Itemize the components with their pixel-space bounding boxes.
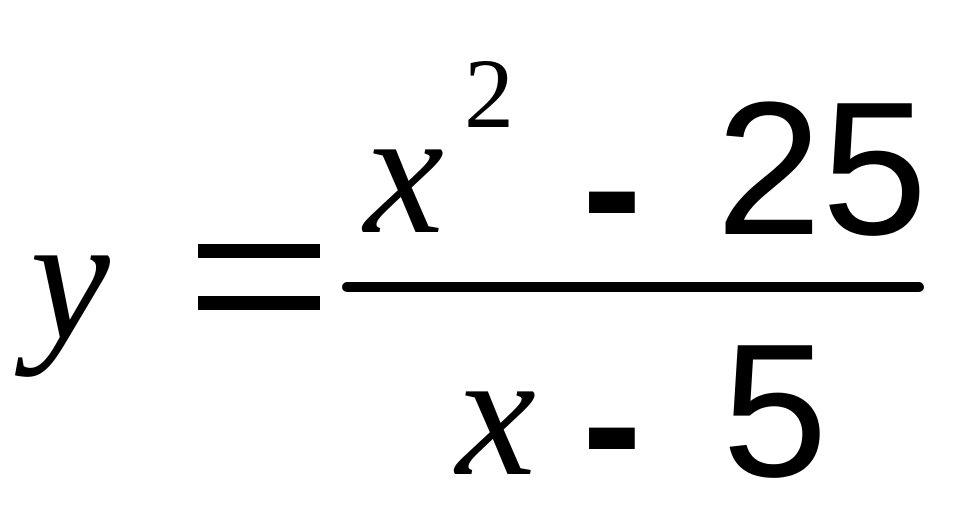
denominator-operator: - (582, 323, 642, 524)
numerator-operator: - (582, 87, 642, 288)
denominator: x - 5 (452, 305, 872, 517)
equals-sign: = (198, 170, 324, 310)
numerator-exponent: 2 (464, 38, 514, 149)
denominator-constant: 5 (722, 305, 828, 517)
numerator-constant: 25 (716, 63, 928, 275)
lhs-variable: y (30, 178, 110, 377)
numerator: x 2 - 25 (360, 38, 927, 278)
fraction-bar (342, 282, 924, 292)
equals-bar-bottom (198, 296, 320, 310)
denominator-variable: x (456, 314, 536, 513)
equals-bar-top (198, 244, 320, 258)
numerator-variable: x (364, 72, 444, 271)
